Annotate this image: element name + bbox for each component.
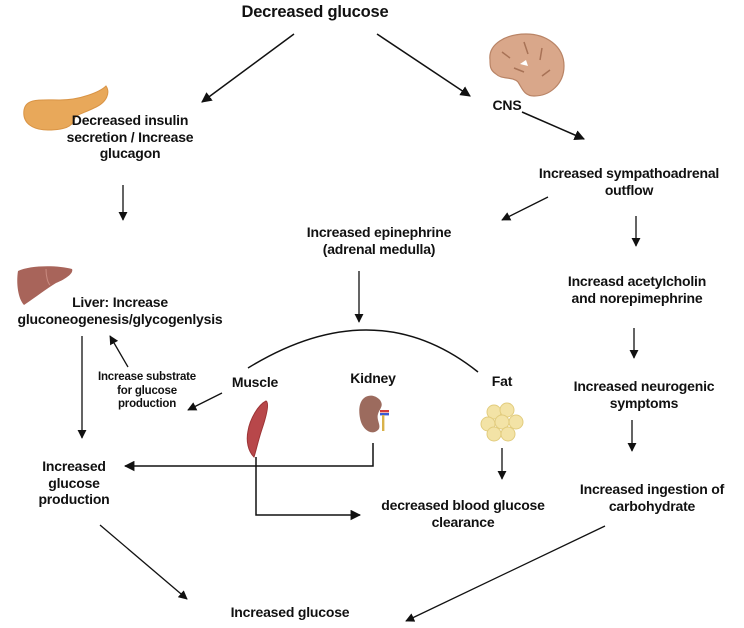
arrow-ingestion-to-outcome [405,525,606,622]
arrow-cns-to-sympathoadrenal [521,111,585,141]
node-acetylcholine: Increasd acetylcholin and norepimephrine [567,273,707,306]
node-clearance: decreased blood glucose clearance [381,497,545,530]
arrow-title-to-pancreas [201,33,295,103]
fat-cells-icon [480,402,524,442]
node-cns: CNS [492,97,522,113]
organ-arc [247,329,479,373]
arrow-kidney-to-production [123,443,374,472]
node-ingestion: Increased ingestion of carbohydrate [579,481,725,514]
arrow-muscle-to-clearance [255,457,362,521]
node-liver: Liver: Increase gluconeogenesis/glycogen… [17,294,223,327]
arrow-title-to-cns [376,33,471,97]
kidney-icon [359,395,389,433]
node-outcome: Increased glucose [230,604,350,620]
node-substrate: Increase substrate for glucose productio… [97,371,197,411]
diagram-title: Decreased glucose [241,3,389,21]
muscle-icon [246,400,269,458]
pancreas-icon [23,85,109,131]
node-neurogenic: Increased neurogenic symptoms [573,378,715,411]
node-epinephrine: Increased epinephrine (adrenal medulla) [306,224,452,257]
liver-icon [17,266,73,305]
arrow-sympathoadrenal-to-epinephrine [501,196,549,221]
node-sympathoadrenal: Increased sympathoadrenal outflow [538,165,720,198]
arrow-production-to-outcome [99,524,188,600]
arrow-muscle-to-substrate [187,392,223,411]
brain-icon [489,33,565,97]
node-fat: Fat [491,373,513,389]
arrow-substrate-to-liver [109,335,129,368]
node-glucose-production: Increased glucose production [38,458,110,508]
node-kidney: Kidney [350,370,396,386]
node-muscle: Muscle [231,374,279,390]
node-pancreas-effect: Decreased insulin secretion / Increase g… [66,112,194,162]
